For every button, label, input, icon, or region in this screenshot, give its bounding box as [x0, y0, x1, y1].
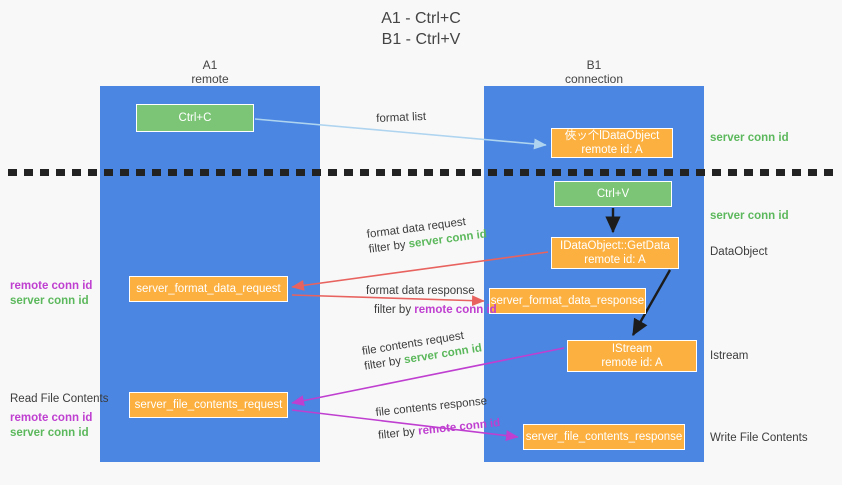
node-idataobject-line2: remote id: A — [581, 144, 643, 156]
node-server-format-data-request[interactable]: server_format_data_request — [129, 276, 288, 302]
title-line-2: B1 - Ctrl+V — [381, 31, 461, 48]
node-getdata-line2: remote id: A — [584, 254, 646, 266]
edge-label-format-data-request: format data request filter by server con… — [366, 212, 488, 257]
side-label-server-conn-id-2: server conn id — [10, 427, 89, 439]
column-b1-subtitle: connection — [564, 72, 624, 86]
filter-prefix: filter by — [374, 304, 415, 316]
node-istream-line2: remote id: A — [601, 357, 663, 369]
node-server-file-contents-request-label: server_file_contents_request — [134, 399, 283, 411]
node-getdata[interactable]: IDataObject::GetData remote id: A — [551, 237, 679, 269]
side-label-remote-conn-id-2: remote conn id — [10, 412, 93, 424]
column-b1-name: B1 — [586, 58, 602, 72]
side-label-remote-conn-id-1: remote conn id — [10, 280, 93, 292]
node-ctrl-v-label: Ctrl+V — [596, 188, 630, 200]
node-ctrl-c[interactable]: Ctrl+C — [136, 104, 254, 132]
node-server-file-contents-response[interactable]: server_file_contents_response — [523, 424, 685, 450]
node-istream[interactable]: IStream remote id: A — [567, 340, 697, 372]
edge-label-file-contents-response: file contents response filter by remote … — [375, 393, 501, 444]
side-label-server-conn-id-mid: server conn id — [710, 210, 789, 222]
node-server-file-contents-request[interactable]: server_file_contents_request — [129, 392, 288, 418]
title-line-1: A1 - Ctrl+C — [381, 10, 461, 27]
edge-label-format-data-response-filter: filter by remote conn id — [366, 299, 497, 318]
column-a1-name: A1 — [202, 58, 218, 72]
node-ctrl-c-label: Ctrl+C — [178, 112, 212, 124]
column-a1-subtitle: remote — [191, 72, 229, 86]
side-label-server-conn-id-1: server conn id — [10, 295, 89, 307]
conn-id-remote: remote conn id — [414, 304, 497, 316]
page-title: A1 - Ctrl+C B1 - Ctrl+V — [0, 8, 842, 50]
side-label-read-file-contents: Read File Contents — [10, 393, 109, 405]
node-server-format-data-response-label: server_format_data_response — [490, 295, 645, 307]
phase-divider — [8, 169, 836, 176]
node-server-format-data-response[interactable]: server_format_data_response — [489, 288, 646, 314]
column-header-b1: B1 connection — [484, 58, 704, 86]
edge-label-format-data-response-text: format data response — [366, 285, 475, 297]
node-idataobject[interactable]: 俠ッ个lDataObject remote id: A — [551, 128, 673, 158]
side-label-dataobject: DataObject — [710, 246, 768, 258]
side-label-write-file-contents: Write File Contents — [710, 432, 808, 444]
node-getdata-line1: IDataObject::GetData — [560, 240, 670, 252]
edge-label-format-list: format list — [376, 110, 427, 125]
filter-prefix: filter by — [377, 425, 419, 442]
node-idataobject-line1: 俠ッ个lDataObject — [564, 130, 660, 142]
edge-label-format-data-response: format data response filter by remote co… — [366, 284, 497, 318]
edge-label-file-contents-request: file contents request filter by server c… — [361, 326, 483, 374]
node-server-format-data-request-label: server_format_data_request — [136, 283, 281, 295]
side-label-server-conn-id-top: server conn id — [710, 132, 789, 144]
node-ctrl-v[interactable]: Ctrl+V — [554, 181, 672, 207]
column-header-a1: A1 remote — [100, 58, 320, 86]
node-server-file-contents-response-label: server_file_contents_response — [525, 431, 683, 443]
side-label-istream: Istream — [710, 350, 749, 362]
node-istream-line1: IStream — [611, 343, 653, 355]
filter-prefix: filter by — [368, 238, 410, 256]
